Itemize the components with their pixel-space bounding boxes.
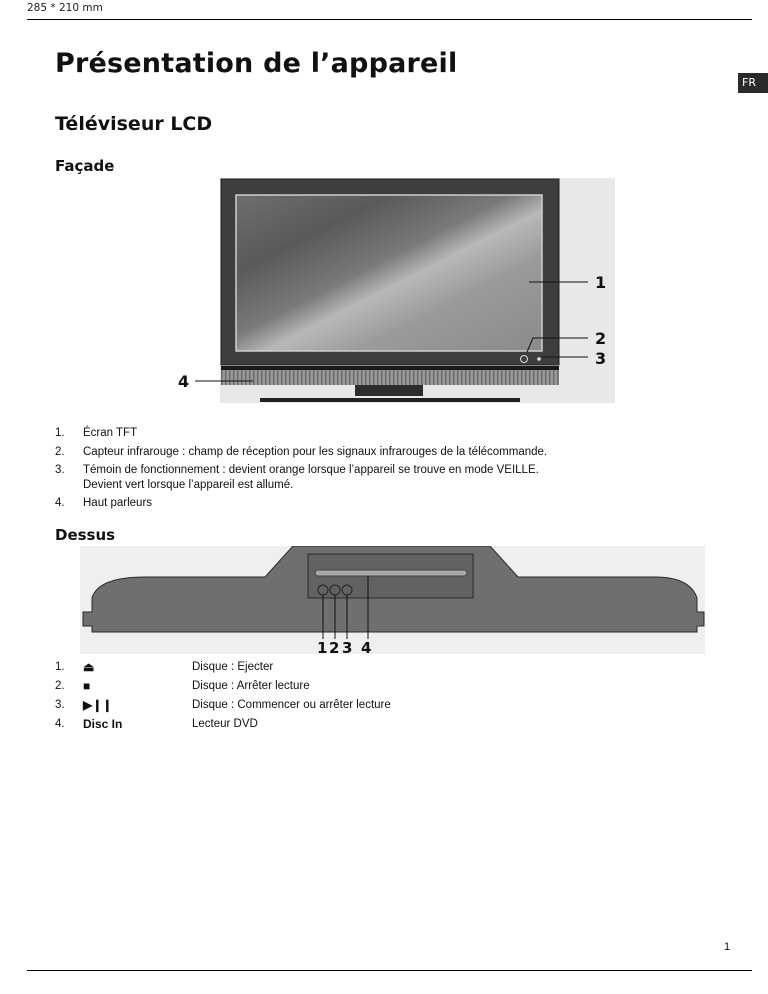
tv-front-illustration: 1 2 3 4	[178, 178, 615, 403]
disc-in-label: Disc In	[83, 717, 123, 731]
stop-icon: ■	[83, 679, 91, 693]
footer-rule	[27, 970, 752, 971]
callout-1: 1	[595, 273, 606, 292]
callout-3: 3	[595, 349, 606, 368]
front-parts-list: 1.Écran TFT 2.Capteur infrarouge : champ…	[55, 426, 547, 515]
page-title: Présentation de l’appareil	[55, 48, 458, 79]
section-subtitle: Téléviseur LCD	[55, 113, 213, 135]
power-led	[537, 357, 541, 361]
list-item: 3.Témoin de fonctionnement : devient ora…	[55, 464, 539, 491]
ir-sensor	[520, 355, 528, 363]
eject-icon: ⏏	[83, 660, 95, 674]
page-number: 1	[724, 941, 731, 953]
front-heading: Façade	[55, 157, 115, 175]
callout-3: 3	[342, 639, 352, 654]
top-heading: Dessus	[55, 526, 116, 544]
list-item: 2.Capteur infrarouge : champ de réceptio…	[55, 445, 548, 458]
list-item: 1.Écran TFT	[55, 427, 138, 439]
page-size-label: 285 * 210 mm	[27, 2, 103, 14]
callout-2: 2	[595, 329, 606, 348]
callout-1: 1	[317, 639, 327, 654]
tv-top-illustration: 1 2 3 4	[80, 546, 705, 654]
callout-4: 4	[361, 639, 371, 654]
play-pause-icon: ▶❙❙	[83, 698, 113, 712]
language-badge: FR	[738, 73, 768, 93]
list-item: 4.Haut parleurs	[55, 497, 153, 509]
callout-4: 4	[178, 372, 189, 391]
callout-2: 2	[329, 639, 339, 654]
header-rule	[27, 19, 752, 20]
